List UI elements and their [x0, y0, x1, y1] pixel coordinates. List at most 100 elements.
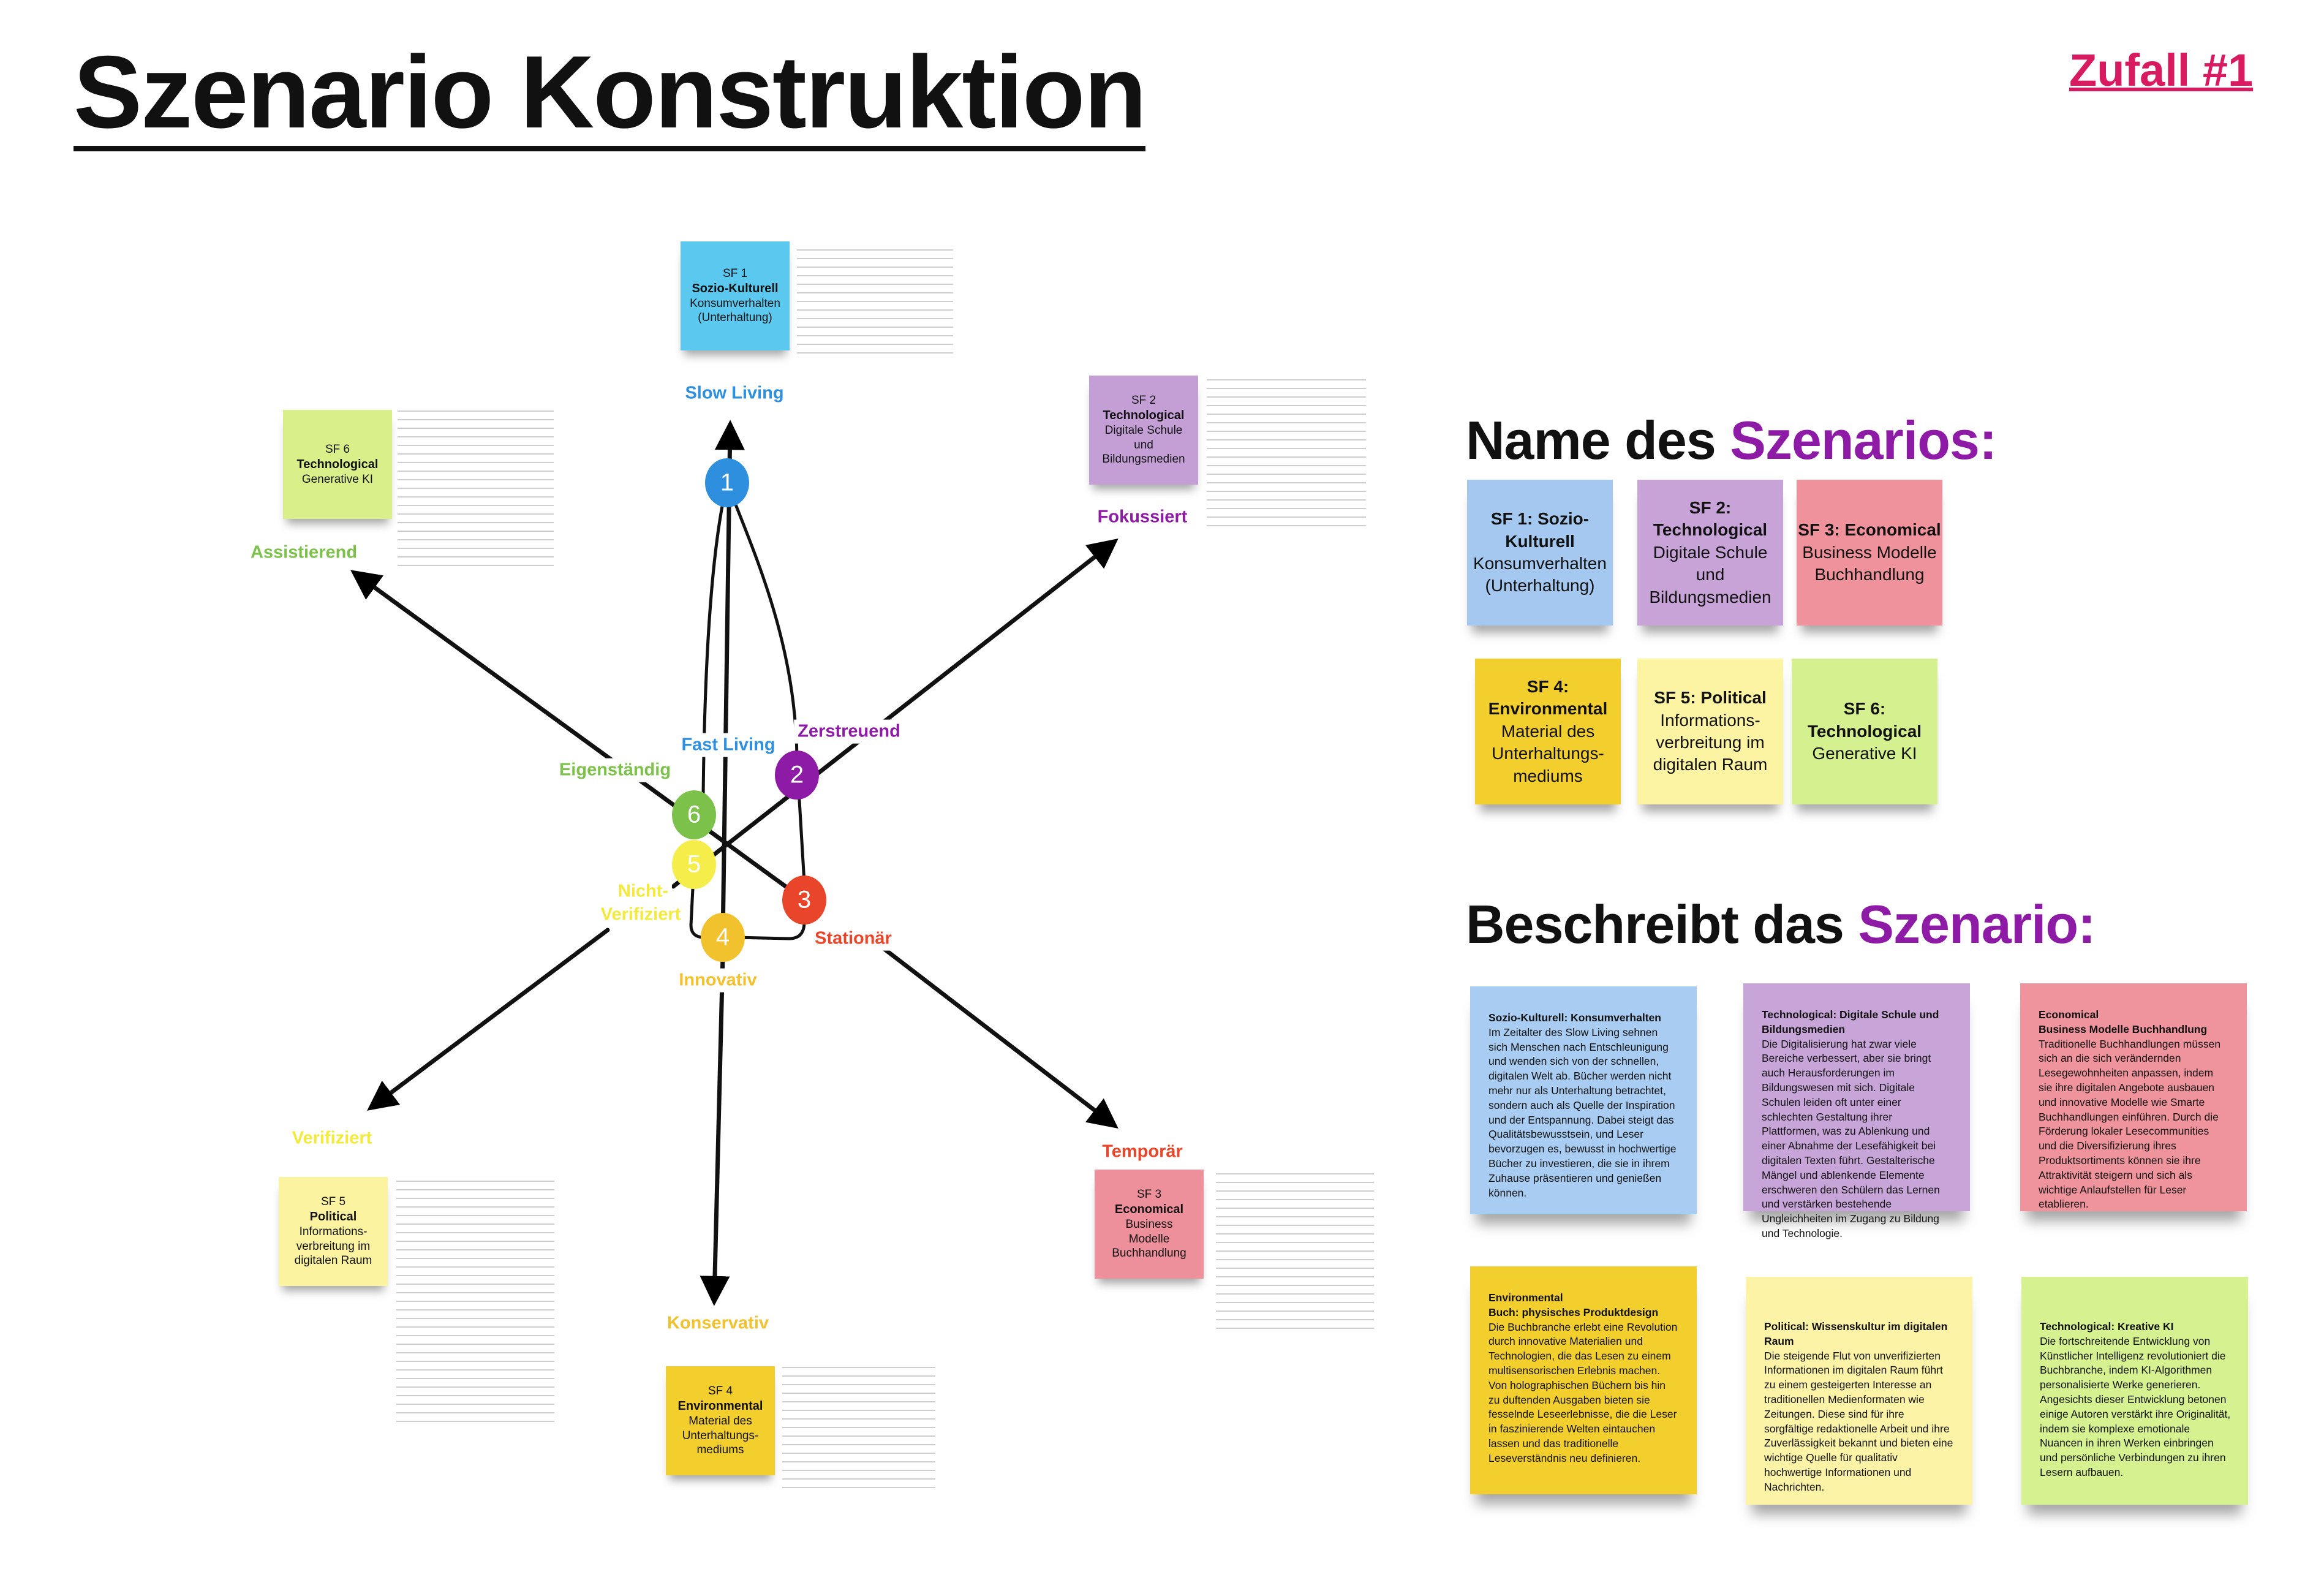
sticky-sf6[interactable]: SF 6 Technological Generative KI	[283, 410, 392, 519]
sticky-code: SF 3	[1136, 1188, 1162, 1201]
note-title: Technological: Digitale Schule und Bildu…	[1762, 1008, 1939, 1035]
label-verifiziert: Verifiziert	[288, 1126, 376, 1151]
node-4	[701, 913, 745, 962]
axis-down-arrow	[700, 953, 730, 1306]
note-title: SF 6: Technological	[1807, 699, 1922, 741]
sticky-line: mediums	[696, 1443, 744, 1457]
sticky-line: Bildungsmedien	[1102, 453, 1185, 466]
node-4-number: 4	[715, 923, 730, 951]
sticky-line: Digitale Schule	[1104, 423, 1183, 437]
note-body: Die fortschreitende Entwicklung von Küns…	[2040, 1334, 2231, 1478]
sticky-code: SF 2	[1131, 394, 1156, 407]
sf2-notes-text	[1207, 376, 1366, 529]
axis-nw-arrow	[350, 570, 807, 902]
sticky-line: Generative KI	[301, 472, 374, 486]
label-eigenstaendig: Eigenständig	[555, 758, 675, 782]
sticky-category: Political	[309, 1209, 357, 1223]
node-5	[672, 840, 716, 889]
sf4-notes-text	[782, 1363, 935, 1490]
note-text: Business Modelle Buchhandlung	[1802, 542, 1937, 584]
node-2	[775, 751, 819, 800]
path-1-2	[725, 481, 806, 884]
sticky-line: Unterhaltungs-	[682, 1429, 759, 1442]
heading-accent: Szenario:	[1858, 894, 2096, 955]
note-body: Im Zeitalter des Slow Living sehnen sich…	[1488, 1026, 1677, 1199]
sticky-sf3[interactable]: SF 3 Economical Business Modelle Buchhan…	[1095, 1170, 1204, 1279]
note-text: Konsumverhalten (Unterhaltung)	[1473, 554, 1607, 596]
heading-accent: Szenarios:	[1730, 410, 1997, 471]
note-title: Technological: Kreative KI	[2040, 1320, 2174, 1333]
sticky-code: SF 5	[320, 1195, 346, 1208]
sticky-line: Informations-	[299, 1225, 368, 1238]
sticky-sf4[interactable]: SF 4 Environmental Material des Unterhal…	[666, 1366, 775, 1475]
note-title: SF 3: Economical	[1798, 520, 1941, 540]
node-3-number: 3	[797, 886, 812, 913]
sticky-code: SF 6	[325, 442, 350, 456]
note-title: SF 4: Environmental	[1488, 677, 1608, 719]
label-temporaer: Temporär	[1098, 1140, 1187, 1164]
sf5-notes-text	[396, 1177, 554, 1428]
sticky-line: Modelle	[1128, 1232, 1170, 1246]
axis-se-arrow	[864, 933, 1119, 1129]
sf6-notes-text	[398, 407, 554, 573]
describe-heading: Beschreibt das Szenario:	[1466, 893, 2096, 956]
axis-ne-arrow	[671, 538, 1119, 889]
note-title: Political: Wissenskultur im digitalen Ra…	[1764, 1320, 1948, 1347]
page-title: Szenario Konstruktion	[74, 38, 1147, 152]
node-3	[782, 875, 826, 925]
sticky-line: verbreitung im	[296, 1239, 371, 1253]
heading-prefix: Beschreibt das	[1466, 894, 1858, 955]
note-title: SF 2: Technological	[1653, 498, 1768, 540]
note-title: SF 5: Political	[1654, 688, 1767, 708]
node-6	[672, 790, 716, 839]
label-innovativ: Innovativ	[675, 968, 761, 993]
axis-sw-arrow	[367, 928, 610, 1111]
note-text: Material des Unterhaltungs-mediums	[1492, 721, 1604, 785]
sticky-sf2[interactable]: SF 2 Technological Digitale Schule und B…	[1089, 376, 1198, 485]
node-6-number: 6	[687, 801, 701, 828]
desc-note-sf5[interactable]: Political: Wissenskultur im digitalen Ra…	[1746, 1277, 1972, 1505]
label-nicht-verifiziert: Verifiziert	[597, 902, 685, 927]
sticky-sf5[interactable]: SF 5 Political Informations- verbreitung…	[279, 1177, 388, 1286]
sticky-category: Sozio-Kulturell	[692, 281, 779, 295]
sf1-notes-text	[797, 246, 953, 355]
note-text: Generative KI	[1812, 744, 1917, 763]
note-body: Die Digitalisierung hat zwar viele Berei…	[1762, 1037, 1940, 1239]
label-slow-living: Slow Living	[681, 381, 788, 406]
note-text: Digitale Schule und Bildungsmedien	[1649, 542, 1771, 607]
random-scenario-link[interactable]: Zufall #1	[2069, 45, 2254, 96]
node-1-number: 1	[720, 469, 734, 496]
node-1	[705, 458, 749, 507]
sticky-category: Technological	[1103, 408, 1185, 422]
label-assistierend: Assistierend	[246, 540, 361, 565]
sticky-line: (Unterhaltung)	[698, 311, 772, 325]
sticky-line: Material des	[689, 1414, 752, 1428]
desc-note-sf1[interactable]: Sozio-Kulturell: Konsumverhalten Im Zeita…	[1470, 986, 1697, 1214]
sticky-code: SF 4	[707, 1385, 733, 1397]
label-zerstreuend: Zerstreuend	[794, 719, 904, 744]
sticky-code: SF 1	[722, 267, 748, 280]
sticky-line: Business	[1125, 1217, 1173, 1231]
label-fokussiert: Fokussiert	[1093, 505, 1191, 529]
sticky-sf1[interactable]: SF 1 Sozio-Kulturell Konsumverhalten (Un…	[681, 241, 790, 350]
desc-note-sf2[interactable]: Technological: Digitale Schule und Bildu…	[1743, 983, 1970, 1239]
note-subtitle: Buch: physisches Produktdesign	[1488, 1306, 1659, 1318]
sticky-line: Buchhandlung	[1112, 1247, 1187, 1260]
note-title: Sozio-Kulturell: Konsumverhalten	[1488, 1012, 1661, 1024]
label-fast-living: Fast Living	[677, 733, 779, 757]
sticky-line: und	[1134, 438, 1153, 452]
note-title: Environmental	[1488, 1291, 1563, 1304]
axis-up-arrow	[714, 420, 745, 940]
node-2-number: 2	[790, 761, 804, 788]
node-5-number: 5	[687, 850, 701, 878]
